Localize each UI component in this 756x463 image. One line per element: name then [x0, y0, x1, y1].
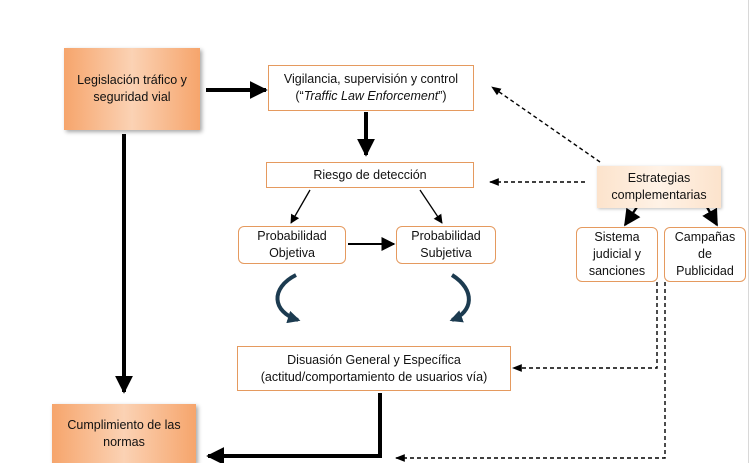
node-legislacion-line2: seguridad vial — [93, 90, 171, 104]
node-estrategias: Estrategias complementarias — [597, 166, 721, 208]
node-vigilancia-line2: (“Traffic Law Enforcement”) — [284, 88, 458, 105]
node-riesgo: Riesgo de detección — [266, 162, 474, 188]
node-cumplimiento-line1: Cumplimiento de las — [67, 417, 181, 432]
node-prob-objetiva: Probabilidad Objetiva — [238, 226, 346, 264]
node-campanas-line1: Campañas — [674, 230, 736, 245]
node-legislacion: Legislación tráfico y seguridad vial — [64, 48, 200, 130]
node-prob-subjetiva-line1: Probabilidad — [411, 229, 481, 244]
dashed-arrow-sistema-to-disuasion — [512, 282, 658, 372]
cycle-arrow-right — [449, 273, 471, 323]
node-vigilancia: Vigilancia, supervisión y control (“Traf… — [268, 65, 474, 111]
node-riesgo-label: Riesgo de detección — [313, 167, 427, 182]
node-legislacion-line1: Legislación tráfico y — [77, 73, 187, 88]
node-campanas-line2: de — [698, 247, 712, 262]
arrow-estrategias-to-campanas — [702, 206, 719, 227]
node-disuasion-line2: (actitud/comportamiento de usuarios vía) — [260, 369, 488, 384]
node-prob-subjetiva-line2: Subjetiva — [420, 246, 472, 260]
node-vigilancia-close-quote: ”) — [438, 89, 447, 103]
node-vigilancia-open-quote: (“ — [295, 89, 304, 103]
node-sistema-line3: sanciones — [588, 263, 646, 278]
arrow-estrategias-to-sistema — [624, 206, 641, 227]
node-vigilancia-line1: Vigilancia, supervisión y control — [283, 72, 459, 87]
arrow-riesgo-to-subjetiva — [419, 189, 443, 224]
page-edge-divider — [748, 0, 749, 463]
node-sistema: Sistema judicial y sanciones — [576, 227, 658, 282]
node-sistema-line1: Sistema — [594, 230, 640, 245]
node-estrategias-line1: Estrategias — [627, 171, 691, 186]
node-cumplimiento: Cumplimiento de las normas — [52, 404, 196, 463]
node-cumplimiento-line2: normas — [103, 434, 145, 449]
node-sistema-line2: judicial y — [593, 247, 641, 262]
cycle-arrow-left — [275, 273, 301, 324]
arrow-riesgo-to-objetiva — [290, 189, 311, 224]
node-campanas-line3: Publicidad — [676, 263, 734, 278]
node-prob-objetiva-line2: Objetiva — [269, 246, 315, 260]
node-vigilancia-italic: Traffic Law Enforcement — [303, 89, 439, 103]
node-disuasion: Disuasión General y Específica (actitud/… — [237, 346, 511, 391]
node-campanas: Campañas de Publicidad — [664, 227, 746, 282]
node-prob-subjetiva: Probabilidad Subjetiva — [396, 226, 496, 264]
node-prob-objetiva-line1: Probabilidad — [257, 229, 327, 244]
arrow-disuasion-to-cumplimiento — [206, 393, 382, 463]
dashed-arrow-campanas-to-cumplimiento — [395, 282, 666, 462]
node-disuasion-line1: Disuasión General y Específica — [287, 352, 461, 367]
node-estrategias-line2: complementarias — [611, 188, 707, 202]
dashed-arrow-estrategias-to-vigilancia — [491, 86, 601, 163]
